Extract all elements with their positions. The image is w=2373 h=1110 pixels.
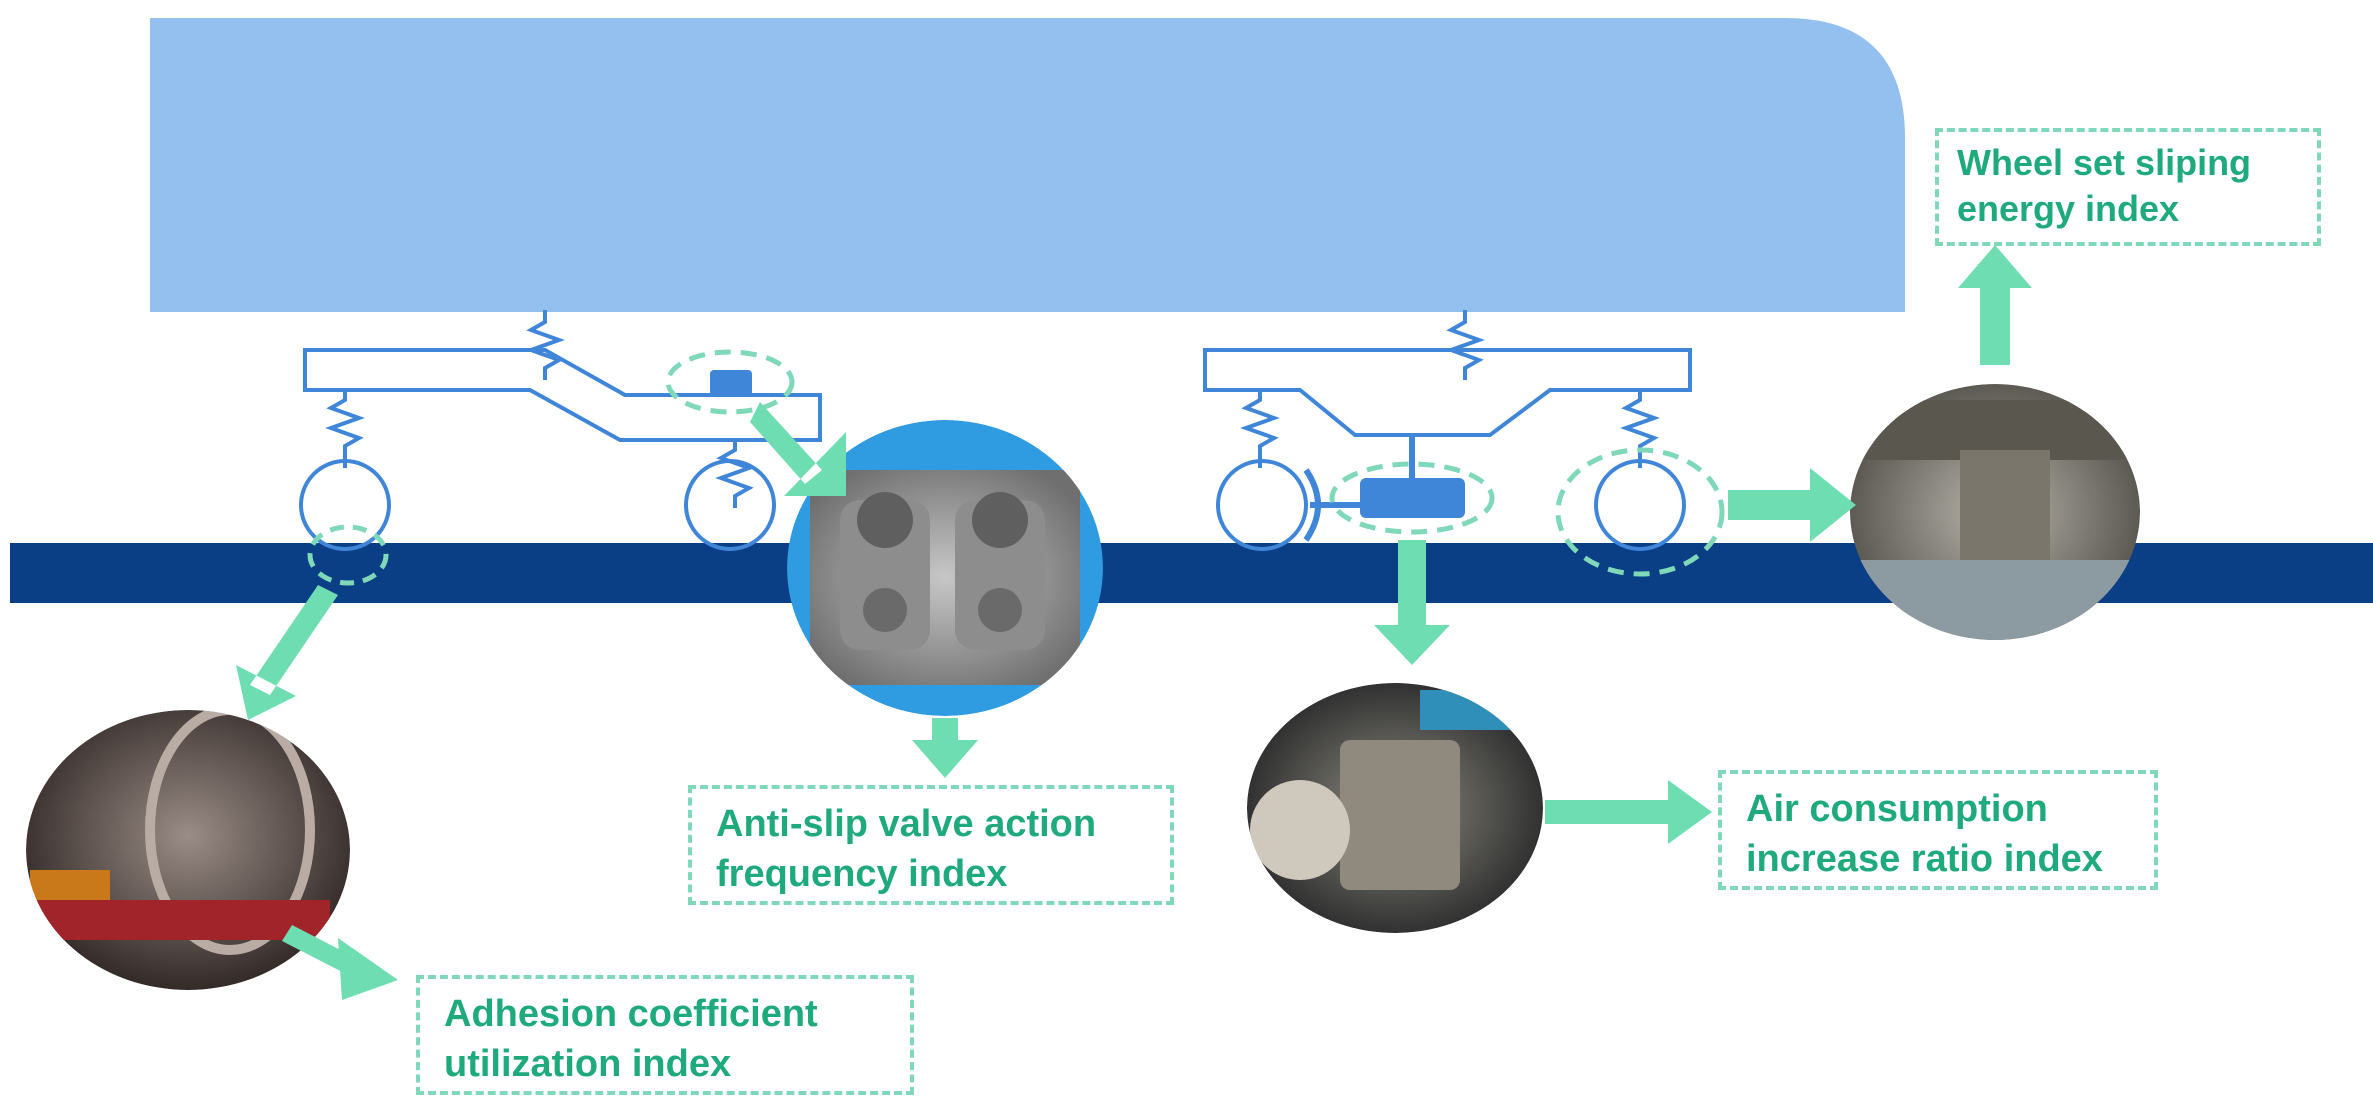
spring-right-1 [1246, 390, 1274, 468]
car-body [150, 18, 1905, 312]
arrow-air-photo-right [1545, 780, 1712, 844]
adhesion-coefficient-label: Adhesion coefficient utilization index [416, 975, 914, 1095]
wheelset-photo-icon [1850, 384, 2140, 650]
air-label-line-1: Air consumption [1746, 784, 2130, 834]
anti-slip-label-line-1: Anti-slip valve action [716, 799, 1146, 849]
wheel-right-2 [1596, 461, 1684, 549]
bogie-frame-right [1205, 350, 1690, 435]
wheel-right-1 [1218, 461, 1306, 549]
air-cylinder-component [1360, 478, 1465, 518]
adhesion-label-line-1: Adhesion coefficient [444, 989, 886, 1039]
spring-left-1 [331, 390, 359, 468]
air-consumption-label: Air consumption increase ratio index [1718, 770, 2158, 890]
spring-left-center [531, 310, 559, 380]
air-label-line-2: increase ratio index [1746, 834, 2130, 884]
adhesion-label-line-2: utilization index [444, 1039, 886, 1089]
wheel-slip-label-line-1: Wheel set sliping [1957, 140, 2299, 186]
spring-left-2 [721, 440, 749, 508]
anti-slip-label-line-2: frequency index [716, 849, 1146, 899]
anti-slip-valve-label: Anti-slip valve action frequency index [688, 785, 1174, 905]
left-bogie [301, 310, 820, 549]
air-unit-photo-icon [1247, 683, 1560, 933]
spring-right-center [1451, 310, 1479, 380]
wheel-slip-label-line-2: energy index [1957, 186, 2299, 232]
arrow-valve-to-photo [750, 402, 846, 496]
arrow-valve-photo-down [912, 718, 978, 778]
arrow-wheelset-right [1728, 468, 1856, 542]
wheel-slip-energy-label: Wheel set sliping energy index [1935, 128, 2321, 246]
anti-slip-valve-component [710, 370, 752, 396]
arrow-wheelset-up [1958, 245, 2032, 365]
arrow-photo-to-adhesion [282, 925, 398, 1000]
arrow-contact-to-photo [236, 585, 338, 720]
spring-right-2 [1626, 390, 1654, 468]
